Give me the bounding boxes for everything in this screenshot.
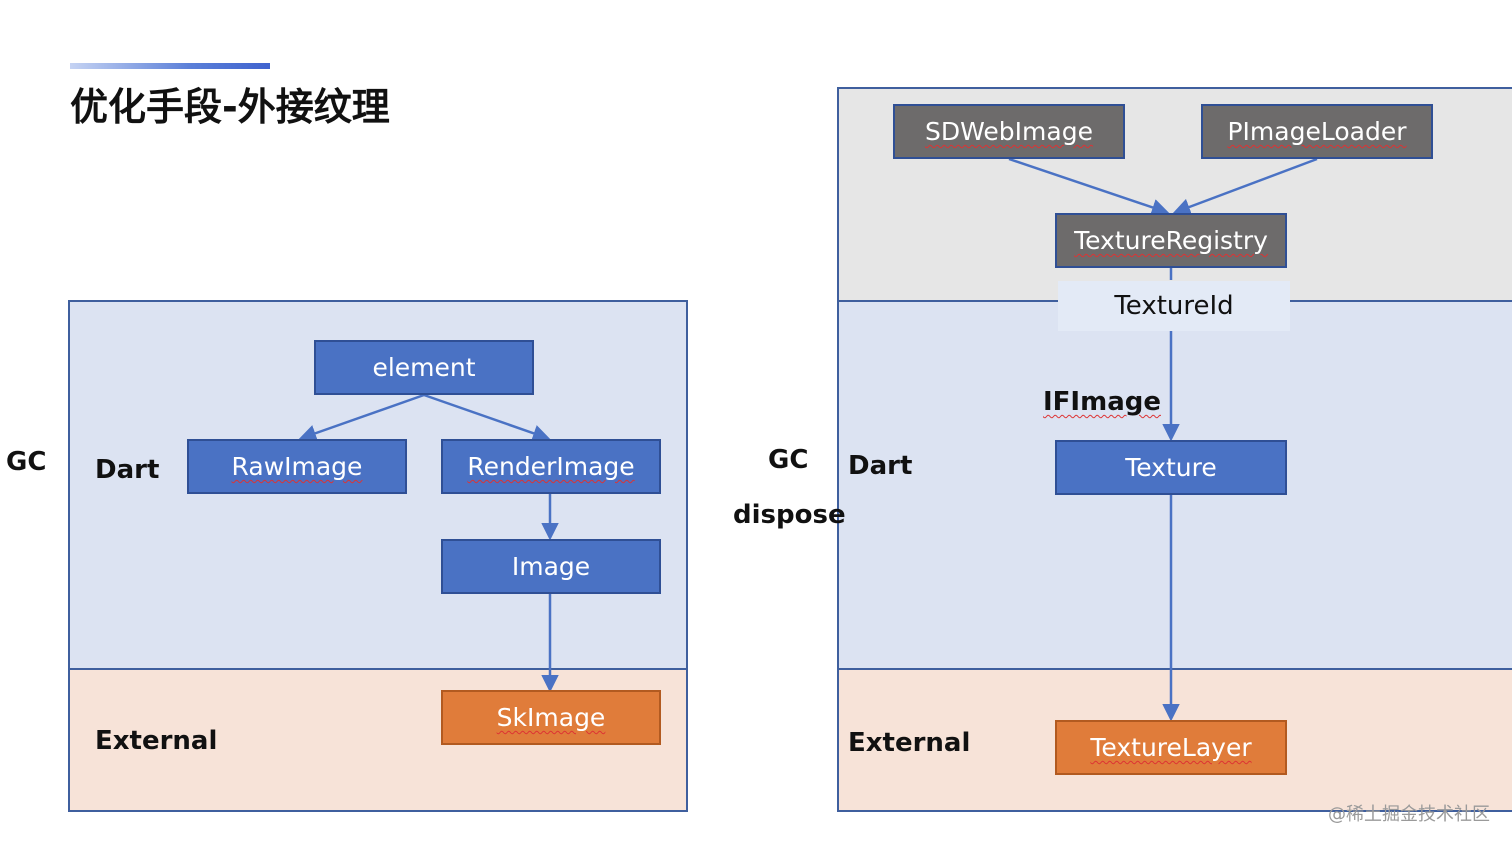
textureid-label-text: TextureId bbox=[1114, 291, 1234, 321]
image-box: Image bbox=[441, 539, 661, 594]
textureid-label: TextureId bbox=[1058, 281, 1290, 331]
skimage-box-label: SkImage bbox=[496, 703, 606, 732]
right-dart-label: Dart bbox=[848, 451, 913, 481]
renderimage-box: RenderImage bbox=[441, 439, 661, 494]
rawimage-box-label: RawImage bbox=[231, 452, 363, 481]
texture-box-label: Texture bbox=[1125, 453, 1217, 482]
iflimage-label: IFImage bbox=[1043, 387, 1161, 417]
rawimage-box: RawImage bbox=[187, 439, 407, 494]
element-box: element bbox=[314, 340, 534, 395]
textureregistry-box: TextureRegistry bbox=[1055, 213, 1287, 268]
arrow-sdwebimage-to-registry bbox=[1008, 157, 1170, 216]
pimageloader-box: PImageLoader bbox=[1201, 104, 1433, 159]
arrow-pimageloader-to-registry bbox=[1172, 157, 1318, 216]
right-dispose-label: dispose bbox=[733, 500, 846, 530]
texturelayer-box-label: TextureLayer bbox=[1090, 733, 1252, 762]
sdwebimage-box-label: SDWebImage bbox=[925, 117, 1093, 146]
element-box-label: element bbox=[372, 353, 476, 382]
left-dart-label: Dart bbox=[95, 455, 160, 485]
left-external-label: External bbox=[95, 726, 218, 756]
arrow-element-to-rawimage bbox=[298, 393, 425, 442]
sdwebimage-box: SDWebImage bbox=[893, 104, 1125, 159]
skimage-box: SkImage bbox=[441, 690, 661, 745]
right-gc-label: GC bbox=[768, 445, 809, 475]
texturelayer-box: TextureLayer bbox=[1055, 720, 1287, 775]
title-accent-bar bbox=[70, 63, 270, 69]
image-box-label: Image bbox=[511, 552, 591, 581]
renderimage-box-label: RenderImage bbox=[467, 452, 635, 481]
texture-box: Texture bbox=[1055, 440, 1287, 495]
textureregistry-box-label: TextureRegistry bbox=[1074, 226, 1268, 255]
watermark: @稀土掘金技术社区 bbox=[1328, 804, 1490, 825]
right-external-label: External bbox=[848, 728, 971, 758]
slide-title: 优化手段-外接纹理 bbox=[70, 85, 390, 129]
arrow-element-to-renderimage bbox=[423, 393, 551, 442]
left-gc-label: GC bbox=[6, 447, 47, 477]
pimageloader-box-label: PImageLoader bbox=[1227, 117, 1407, 146]
